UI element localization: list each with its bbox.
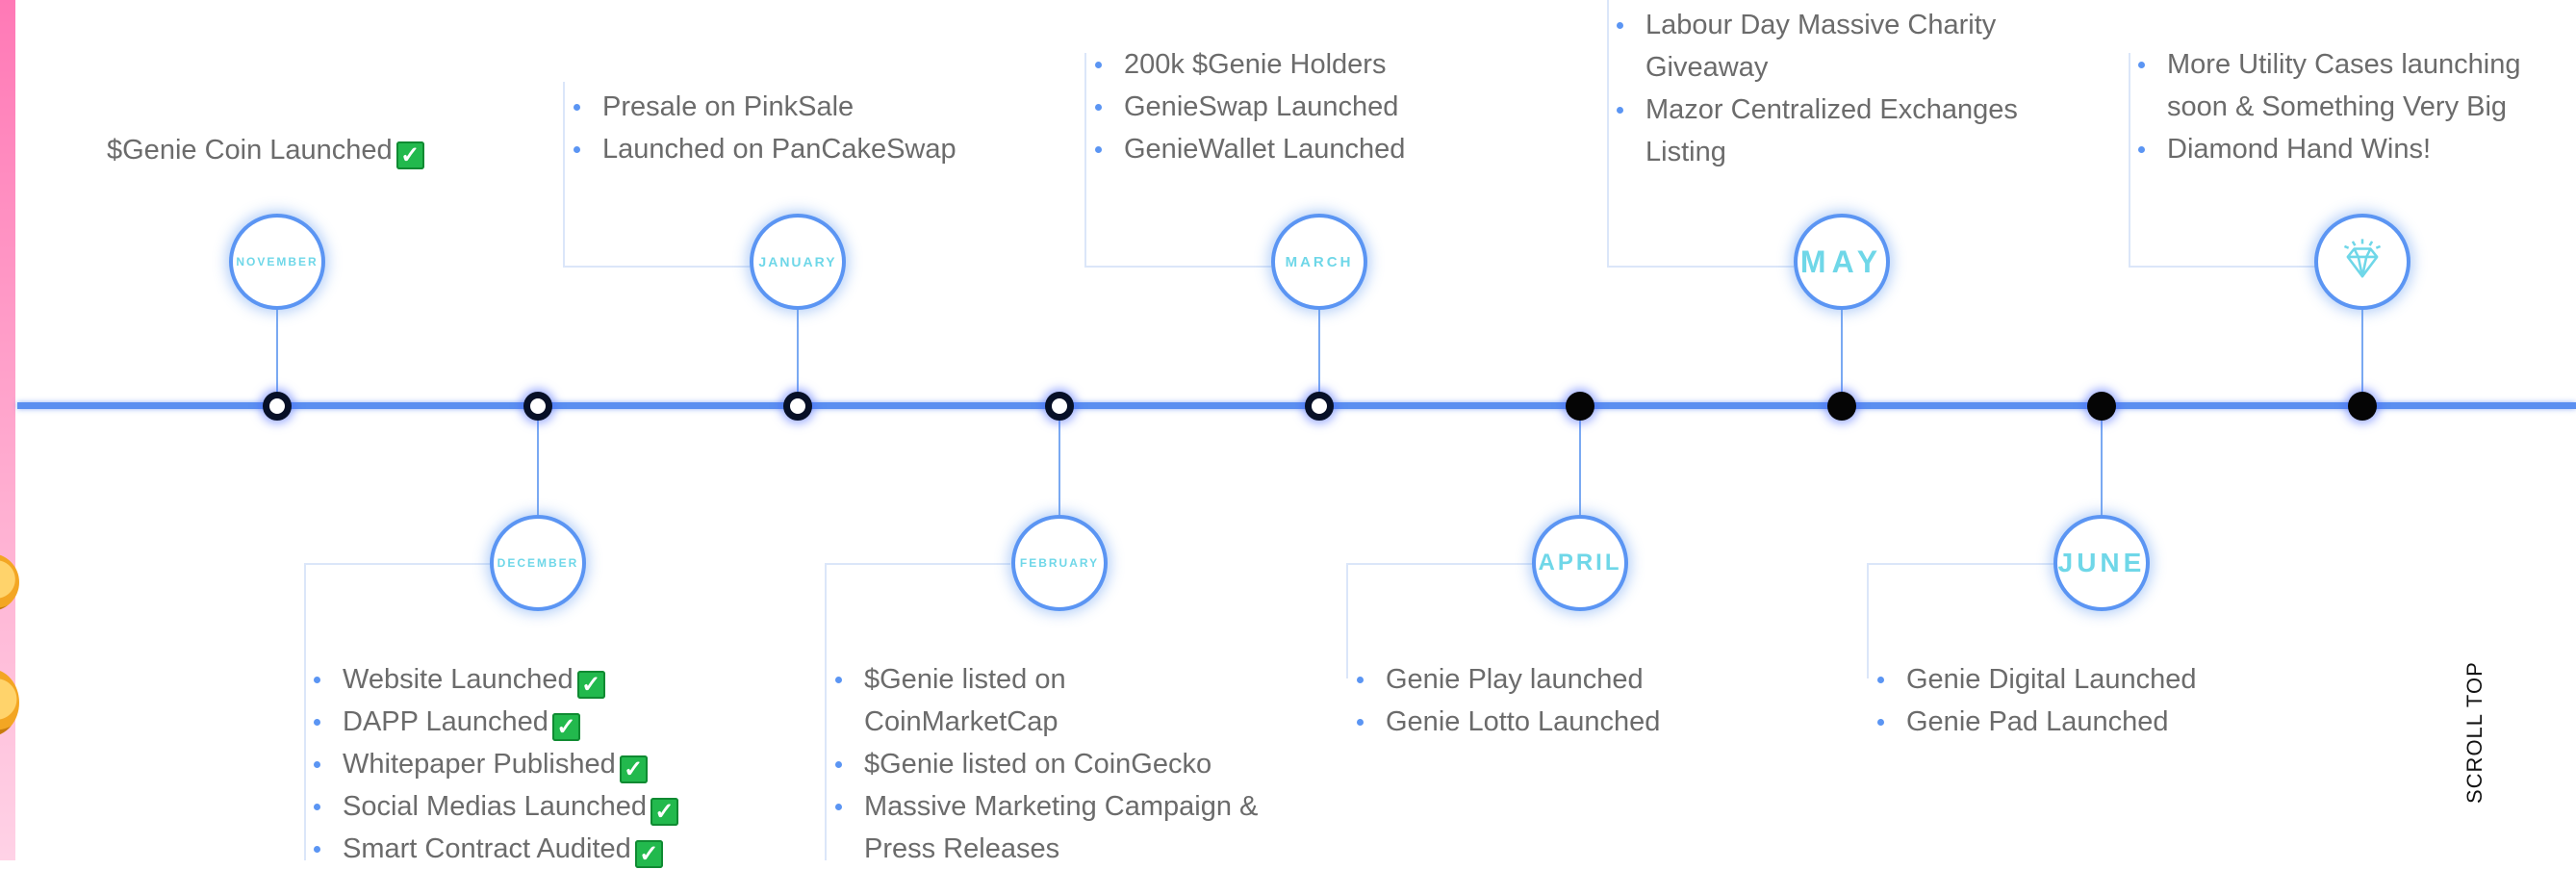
check-icon: ✓ [551, 713, 580, 741]
timeline-node [1045, 392, 1074, 421]
check-icon: ✓ [634, 840, 663, 868]
check-icon: ✓ [576, 671, 605, 699]
timeline-node [1827, 392, 1856, 421]
list-item: DAPP Launched✓ [308, 701, 678, 743]
connector-line [797, 310, 799, 406]
bracket-line [563, 266, 750, 268]
february-items: $Genie listed on CoinMarketCap $Genie li… [829, 658, 1291, 870]
month-label: MARCH [1285, 253, 1354, 270]
bracket-line [305, 563, 490, 565]
connector-line [1318, 310, 1320, 406]
month-label: FEBRUARY [1019, 556, 1100, 570]
coin-decoration [0, 669, 19, 736]
month-label: JUNE [2057, 548, 2146, 577]
month-february: FEBRUARY [1011, 515, 1108, 611]
timeline-node [2348, 392, 2377, 421]
bracket-line [826, 563, 1010, 565]
left-pink-strip [0, 0, 15, 860]
month-label: APRIL [1538, 550, 1622, 576]
connector-line [1841, 310, 1843, 406]
bracket-line [825, 563, 827, 860]
list-item: Labour Day Massive Charity Giveaway [1611, 4, 2011, 89]
month-may: MAY [1794, 214, 1890, 310]
bracket-line [1347, 563, 1532, 565]
november-items: $Genie Coin Launched✓ [107, 129, 424, 171]
list-item: Massive Marketing Campaign & Press Relea… [829, 785, 1288, 870]
march-items: 200k $Genie Holders GenieSwap Launched G… [1089, 43, 1405, 170]
bracket-line [1084, 266, 1271, 268]
january-items: Presale on PinkSale Launched on PanCakeS… [568, 86, 956, 170]
june-items: Genie Digital Launched Genie Pad Launche… [1872, 658, 2196, 743]
timeline-node [523, 392, 552, 421]
list-item: Genie Digital Launched [1872, 658, 2196, 701]
bracket-line [1868, 563, 2053, 565]
month-november: NOVEMBER [229, 214, 325, 310]
month-label: JANUARY [758, 254, 837, 269]
list-item: GenieSwap Launched [1089, 86, 1405, 128]
list-item: $Genie listed on CoinMarketCap [829, 658, 1100, 743]
list-item: Genie Play launched [1351, 658, 1660, 701]
connector-line [276, 310, 278, 406]
list-item: 200k $Genie Holders [1089, 43, 1405, 86]
timeline-axis [17, 402, 2576, 409]
bracket-line [1607, 266, 1794, 268]
bracket-line [1867, 563, 1869, 678]
month-label: NOVEMBER [236, 255, 319, 269]
connector-line [2361, 310, 2363, 406]
list-item: Launched on PanCakeSwap [568, 128, 956, 170]
connector-line [537, 409, 539, 515]
connector-line [2101, 409, 2103, 515]
check-icon: ✓ [650, 798, 678, 826]
list-item: Genie Pad Launched [1872, 701, 2196, 743]
month-january: JANUARY [750, 214, 846, 310]
bracket-line [1084, 53, 1086, 267]
may-items: Labour Day Massive Charity Giveaway Mazo… [1611, 4, 2034, 173]
list-item: More Utility Cases launching soon & Some… [2132, 43, 2571, 128]
list-item: Social Medias Launched✓ [308, 785, 678, 828]
month-label: DECEMBER [497, 556, 579, 570]
month-march: MARCH [1271, 214, 1367, 310]
month-label: MAY [1799, 243, 1884, 279]
scroll-top-bar[interactable] [2460, 659, 2488, 804]
list-item: Mazor Centralized Exchanges Listing [1611, 89, 2069, 173]
list-item: $Genie listed on CoinGecko [829, 743, 1291, 785]
timeline-node [2087, 392, 2116, 421]
timeline-node [783, 392, 812, 421]
list-item: Presale on PinkSale [568, 86, 956, 128]
list-item: $Genie Coin Launched✓ [107, 129, 424, 171]
december-items: Website Launched✓ DAPP Launched✓ Whitepa… [308, 658, 678, 870]
list-item: Genie Lotto Launched [1351, 701, 1660, 743]
list-item: Smart Contract Audited✓ [308, 828, 678, 870]
list-item: GenieWallet Launched [1089, 128, 1405, 170]
list-item: Whitepaper Published✓ [308, 743, 678, 785]
bracket-line [304, 563, 306, 860]
list-item: Diamond Hand Wins! [2132, 128, 2556, 170]
bracket-line [2129, 53, 2130, 267]
timeline-node [1566, 392, 1594, 421]
bracket-line [2129, 266, 2315, 268]
list-item: Website Launched✓ [308, 658, 678, 701]
month-april: APRIL [1532, 515, 1628, 611]
coin-decoration [0, 553, 19, 611]
month-june: JUNE [2053, 515, 2150, 611]
bracket-line [1346, 563, 1348, 678]
future-items: More Utility Cases launching soon & Some… [2132, 43, 2556, 170]
diamond-icon [2343, 239, 2382, 278]
check-icon: ✓ [619, 755, 648, 783]
bracket-line [1607, 0, 1609, 267]
milestone-diamond [2314, 214, 2410, 310]
check-icon: ✓ [395, 141, 424, 169]
month-december: DECEMBER [490, 515, 586, 611]
timeline-node [1305, 392, 1334, 421]
timeline-node [263, 392, 292, 421]
connector-line [1058, 409, 1060, 515]
april-items: Genie Play launched Genie Lotto Launched [1351, 658, 1660, 743]
connector-line [1579, 409, 1581, 515]
bracket-line [563, 82, 565, 267]
